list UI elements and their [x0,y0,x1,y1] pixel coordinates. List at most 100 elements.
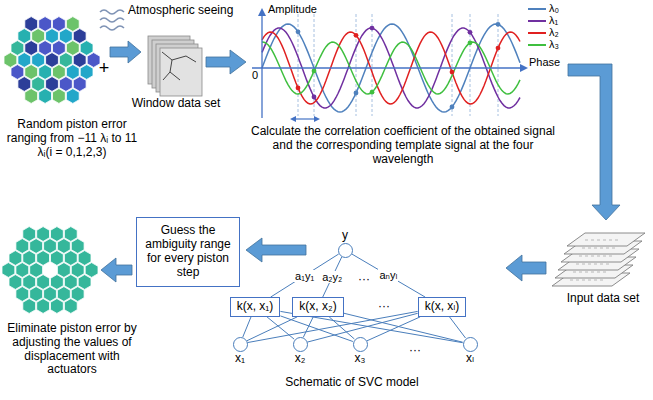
legend-line [528,8,546,10]
kernel-box: k(x, x₁) [230,297,281,317]
kernel-box: k(x, x₂) [292,297,343,317]
mirror-segment [23,227,36,242]
slab-data [576,264,611,265]
phase-marker [298,14,299,116]
input-neuron: x₂ [293,337,308,366]
mirror-segment [37,275,50,290]
seeing-waves [100,10,124,30]
weight-label: a₁y₁ [294,270,315,282]
mirror-segment [44,287,57,302]
mirror-segment [30,239,43,254]
mirror-segment [18,53,31,68]
legend-text: λ₀ [549,2,559,14]
stage-caption: Input data set [567,292,640,306]
mirror-segment [18,77,31,92]
mirror-segment [73,77,86,92]
legend-text: λ₃ [549,38,559,50]
mirror-segment [23,251,36,266]
neuron-circle [338,243,353,258]
mirror-segment [66,65,79,80]
sample-dot [370,26,375,31]
signal-chart [252,8,528,122]
network-connection [247,317,297,341]
decision-box: Guess the ambiguity range for every pist… [136,217,240,286]
segmented-mirror [2,227,98,314]
mirror-segment [85,263,98,278]
slab-data [579,256,614,257]
data-slab [567,233,645,246]
neuron-circle [353,337,368,352]
flow-arrow [110,41,141,63]
wave-line [100,10,124,14]
node-text: k(x, x₁) [237,300,274,314]
mirror-segment [57,239,70,254]
mirror-segment [57,263,70,278]
mirror-segment [80,41,93,56]
mirror-segment [80,65,93,80]
mirror-segment [32,53,45,68]
mirror-segment [66,89,79,104]
mirror-segment [51,227,64,242]
flow-arrow [101,258,132,282]
network-connection [243,317,251,337]
axis-arrow [258,8,266,16]
mirror-segment [64,227,77,242]
mirror-segment [64,299,77,314]
mirror-segment [39,17,52,32]
mirror-segment [37,251,50,266]
mirror-segment [78,251,91,266]
mirror-segment [9,275,22,290]
legend-entry: λ₃ [528,38,559,50]
mirror-segment [73,53,86,68]
mirror-segment [53,17,66,32]
sample-dot [496,46,501,51]
phase-marker [356,14,357,116]
mirror-segment [16,263,29,278]
mirror-segment [11,65,24,80]
mirror-segment [87,53,100,68]
annotation: Atmospheric seeing [128,4,233,18]
mirror-segment [71,239,84,254]
weight-label: aₙyₗ [378,269,398,282]
mirror-segment [59,53,72,68]
mirror-segment [66,17,79,32]
node-text: y [338,229,353,243]
slab-data [573,272,608,273]
phase-marker [498,14,499,116]
mirror-segment [59,29,72,44]
mirror-segment [30,263,43,278]
mirror-segment [32,77,45,92]
mirror-segment [9,251,22,266]
legend-text: λ₂ [549,26,559,38]
node-text: k(x, xₗ) [425,300,460,314]
mirror-segment [37,227,50,242]
node-text: k(x, x₂) [299,300,336,314]
mirror-segment [39,89,52,104]
plus-sign: + [99,58,110,79]
node-text: x₁ [233,352,248,366]
input-data-set [552,233,645,286]
mirror-segment [44,239,57,254]
sample-dot [312,69,317,74]
ellipsis: ··· [378,300,390,314]
sample-dot [354,33,359,38]
legend-text: λ₁ [549,14,558,26]
mirror-segment [25,41,38,56]
mirror-segment [53,89,66,104]
network-connection [450,317,466,338]
slab-data [585,240,620,241]
ellipsis: ··· [409,344,421,358]
seeing-crack [163,72,170,80]
neuron-circle [293,337,308,352]
input-neuron: x₃ [353,337,368,366]
mirror-segment [53,65,66,80]
mirror-segment [39,41,52,56]
kernel-box: k(x, xₗ) [418,297,467,317]
phase-marker [452,14,453,116]
wave-line [100,18,124,22]
network-connection [352,254,426,297]
flow-arrow [206,50,246,74]
phase-axis [252,67,522,68]
node-text: xₗ [463,352,478,366]
stage-caption: Calculate the correlation coefficient of… [243,125,563,166]
